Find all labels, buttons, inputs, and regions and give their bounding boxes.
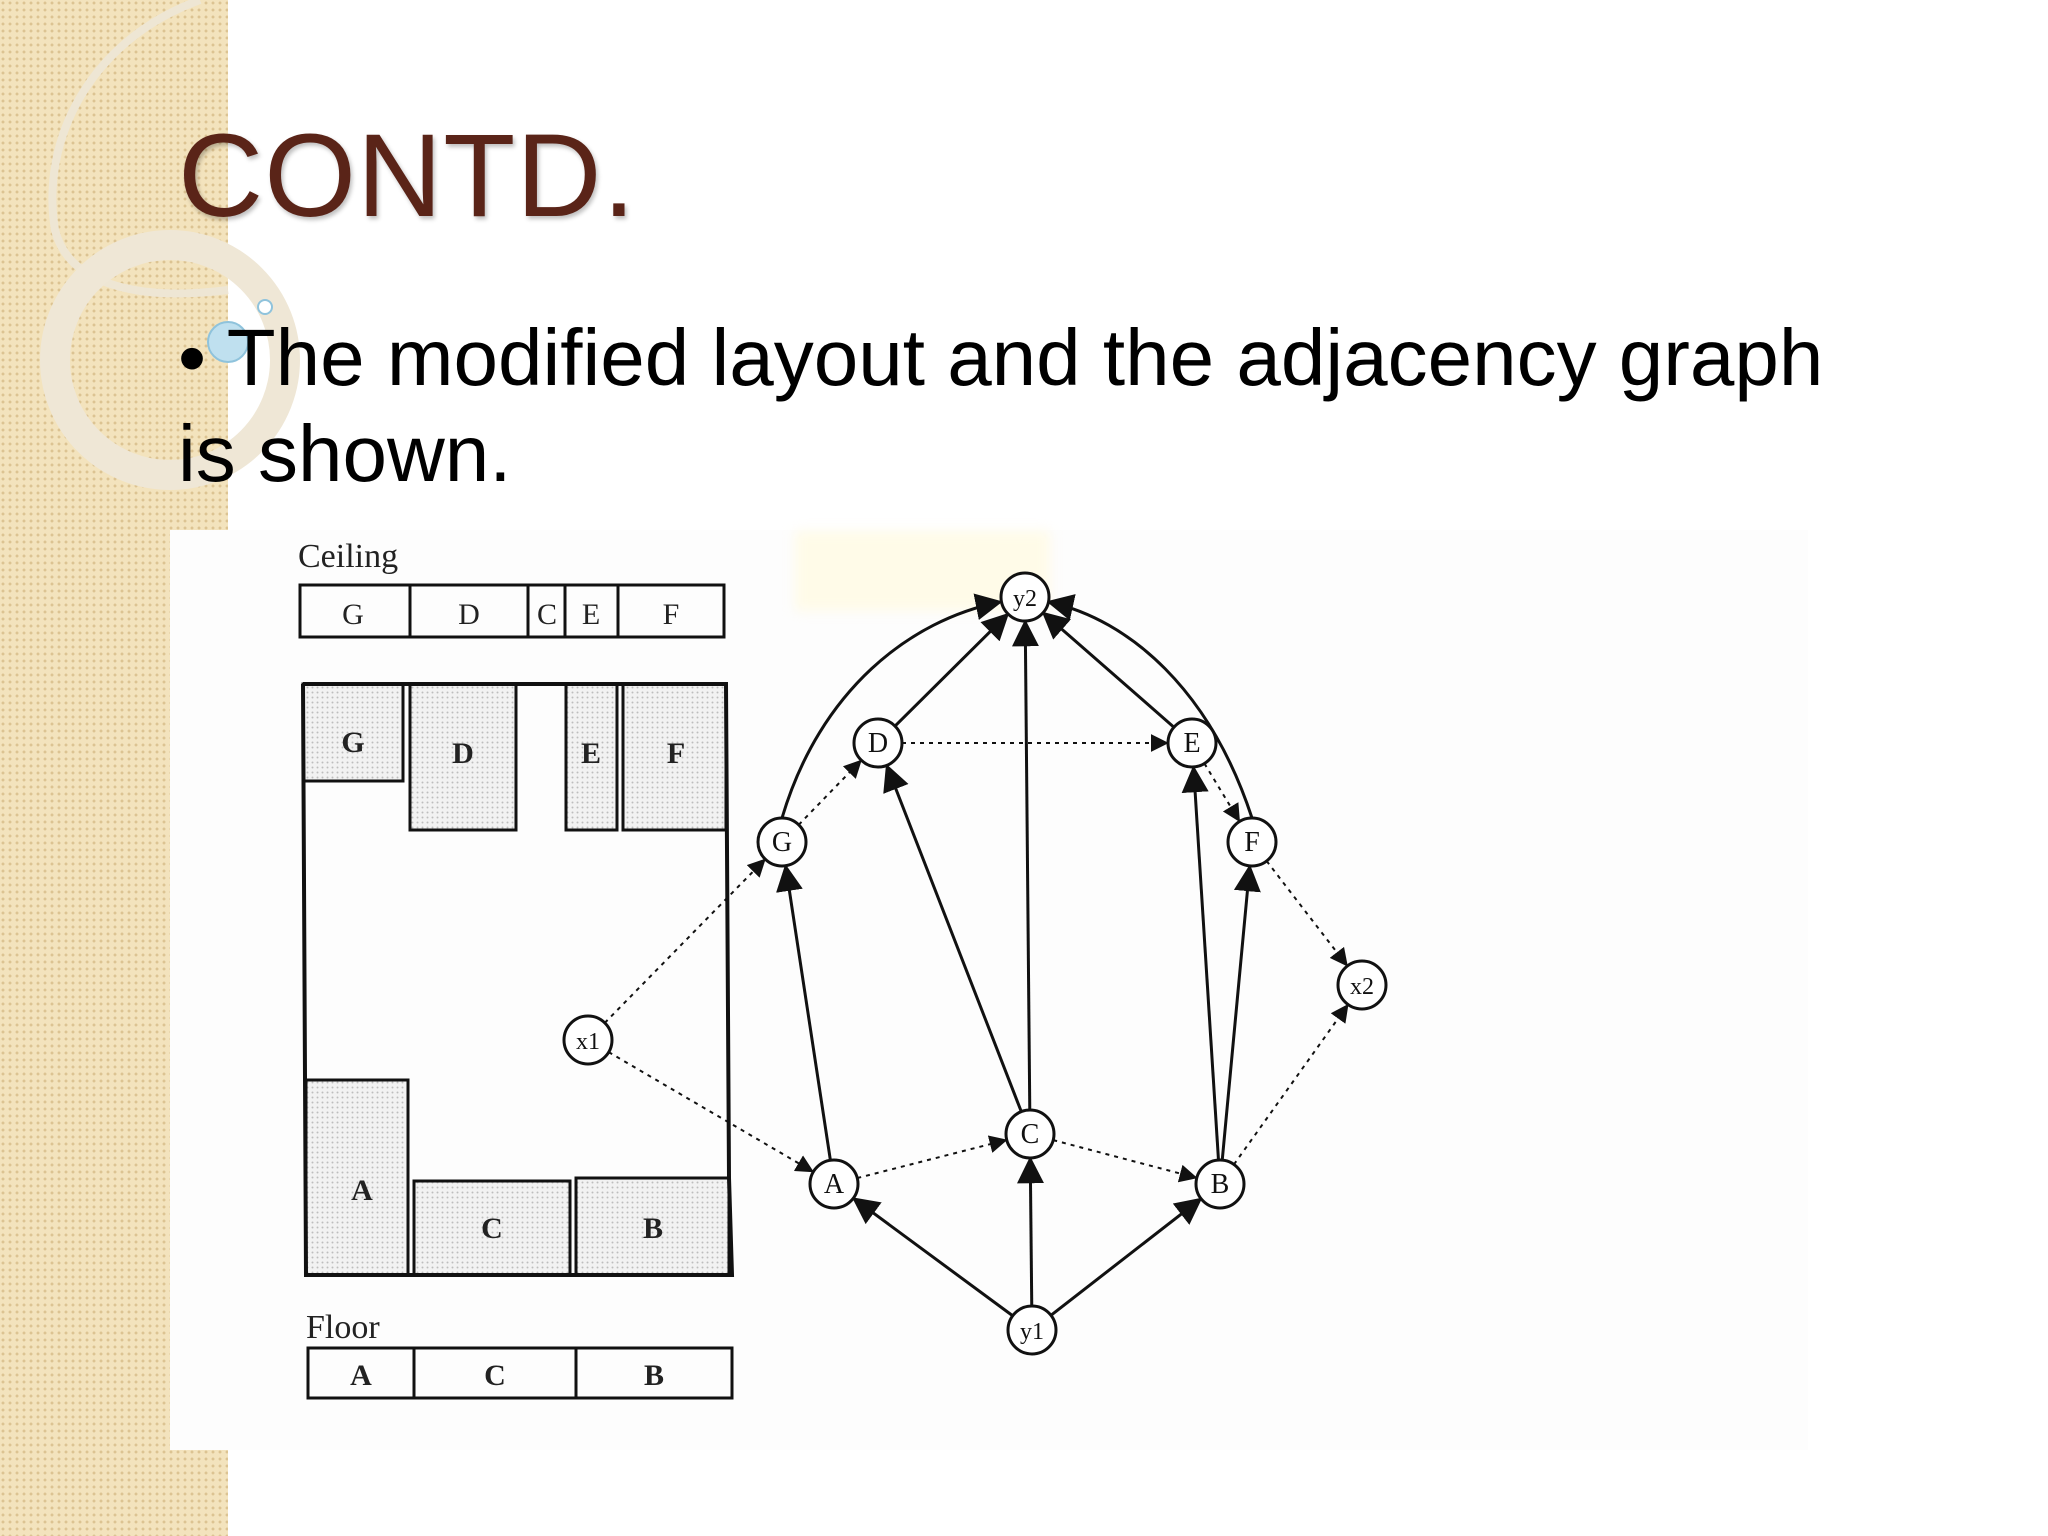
graph-node-g: G — [756, 816, 808, 868]
decorative-bubble-small — [257, 299, 273, 315]
graph-node-circle — [562, 1014, 614, 1066]
edge-y1-c — [1017, 1156, 1045, 1307]
graph-node-circle — [1004, 1108, 1056, 1160]
dashed-edge-f-x2 — [1265, 860, 1348, 967]
room-a — [304, 1078, 410, 1277]
graph-node-a: A — [808, 1158, 860, 1210]
edge-c-y2 — [1011, 619, 1039, 1111]
floor-cell-b: B — [644, 1359, 664, 1392]
dashed-edge-x1-g — [604, 858, 766, 1024]
graph-node-circle — [999, 571, 1051, 623]
room-label-f: F — [667, 737, 685, 770]
graph-node-label: y1 — [1020, 1319, 1044, 1345]
room-g — [301, 682, 405, 783]
graph-nodes: y2D E G Fx1 x2C A By1 — [562, 571, 1388, 1356]
figure-panel: Ceiling G D C E F — [170, 530, 1808, 1450]
edge-d-y2 — [893, 612, 1010, 728]
graph-node-f: F — [1226, 816, 1278, 868]
graph-node-b: B — [1194, 1158, 1246, 1210]
layout-figure: Ceiling G D C E F — [298, 538, 735, 1400]
edge-c-d — [883, 763, 1023, 1113]
edge-e-y2 — [1041, 611, 1175, 729]
room-label-c: C — [481, 1212, 503, 1245]
ceiling-strip — [298, 583, 726, 639]
graph-edges — [604, 593, 1349, 1317]
edge-g-y2 — [780, 593, 1003, 819]
bullet-text: The modified layout and the adjacency gr… — [178, 313, 1824, 498]
ceiling-cell-f: F — [663, 598, 680, 631]
layout-boundary — [301, 682, 735, 1277]
dashed-edge-g-d — [797, 759, 862, 826]
ceiling-cell-c: C — [537, 598, 557, 631]
graph-node-circle — [1166, 717, 1218, 769]
graph-node-circle — [1006, 1304, 1058, 1356]
slide-title: CONTD. — [178, 110, 637, 242]
graph-node-label: F — [1244, 827, 1260, 858]
dashed-edge-c-b — [1052, 1139, 1198, 1183]
dashed-edge-e-f — [1203, 763, 1240, 823]
adjacency-graph: y2D E G Fx1 x2C A By1 — [562, 571, 1388, 1356]
decorative-arc-outer — [48, 0, 229, 298]
edge-b-e — [1181, 765, 1220, 1161]
floor-strip — [306, 1346, 734, 1400]
decorative-bubble-large — [207, 321, 249, 363]
graph-node-label: E — [1183, 728, 1200, 759]
bullet-marker: • — [178, 313, 207, 402]
edge-y1-b — [1050, 1197, 1203, 1317]
graph-node-label: C — [1021, 1119, 1040, 1150]
graph-node-d: D — [852, 717, 904, 769]
ceiling-label: Ceiling — [298, 538, 398, 575]
graph-node-y2: y2 — [999, 571, 1051, 623]
graph-node-label: x2 — [1350, 974, 1374, 1000]
room-c — [412, 1179, 572, 1277]
decorative-rings — [40, 0, 300, 490]
graph-node-circle — [1336, 959, 1388, 1011]
graph-node-y1: y1 — [1006, 1304, 1058, 1356]
floor-cell-a: A — [350, 1359, 372, 1392]
room-label-b: B — [643, 1212, 663, 1245]
graph-node-x1: x1 — [562, 1014, 614, 1066]
room-e — [564, 682, 619, 832]
edge-f-y2 — [1046, 594, 1254, 819]
graph-node-c: C — [1004, 1108, 1056, 1160]
room-label-e: E — [581, 737, 601, 770]
graph-node-x2: x2 — [1336, 959, 1388, 1011]
dashed-edge-b-x2 — [1233, 1003, 1349, 1166]
ceiling-cell-e: E — [582, 598, 600, 631]
graph-node-label: y2 — [1013, 586, 1037, 612]
graph-node-label: A — [824, 1169, 845, 1200]
graph-node-label: B — [1211, 1169, 1230, 1200]
ceiling-cell-g: G — [342, 598, 364, 631]
dashed-edge-a-c — [857, 1135, 1008, 1180]
floor-label: Floor — [306, 1309, 380, 1346]
graph-node-label: D — [868, 728, 888, 759]
graph-node-circle — [808, 1158, 860, 1210]
edge-y1-a — [851, 1197, 1014, 1317]
graph-node-circle — [852, 717, 904, 769]
graph-node-label: x1 — [576, 1029, 600, 1055]
room-label-a: A — [351, 1174, 373, 1207]
graph-node-circle — [1226, 816, 1278, 868]
bullet-point: • The modified layout and the adjacency … — [178, 310, 1878, 502]
room-label-d: D — [452, 737, 474, 770]
dashed-edge-x1-a — [608, 1051, 814, 1173]
ceiling-cell-d: D — [458, 598, 480, 631]
graph-node-e: E — [1166, 717, 1218, 769]
room-f — [621, 682, 728, 832]
room-label-g: G — [341, 726, 364, 759]
floor-cell-c: C — [484, 1359, 506, 1392]
decorative-ring — [40, 230, 300, 490]
graph-node-circle — [756, 816, 808, 868]
graph-node-label: G — [772, 827, 792, 858]
room-d — [408, 682, 518, 832]
graph-node-circle — [1194, 1158, 1246, 1210]
edge-b-f — [1220, 864, 1261, 1161]
edge-a-g — [776, 864, 832, 1161]
